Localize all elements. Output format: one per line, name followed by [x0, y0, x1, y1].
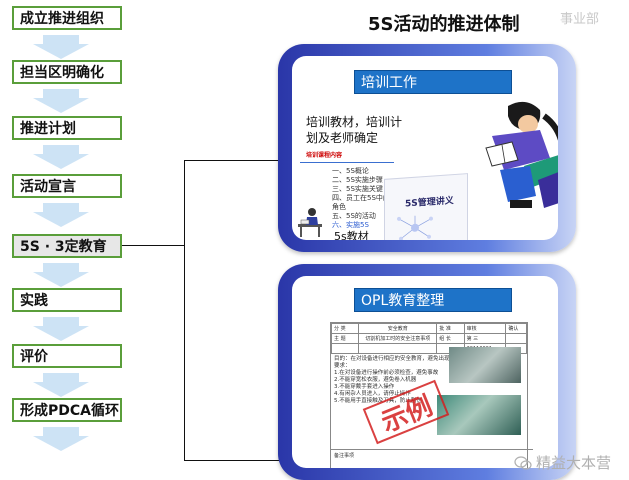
machine-photo-1 [449, 347, 521, 383]
flow-arrow-7 [33, 373, 89, 397]
opl-body-line: 5.不能用手直接触及刀具，防止割伤 [334, 398, 422, 404]
form-cell: 确认 [505, 323, 527, 334]
course-item: 六、实施5S [332, 221, 369, 229]
opl-body-line: 4.有闲杂人员进入，请停止操作 [334, 391, 411, 397]
opl-footer: 备注事项 [331, 449, 533, 461]
booklet-title: 5S管理讲义 [405, 196, 454, 210]
form-cell [330, 343, 360, 354]
step-6: 实践 [12, 288, 122, 312]
watermark-department: 事业部 [560, 12, 600, 27]
opl-body-line: 3.不能穿戴手套进入操作 [334, 384, 395, 390]
form-cell [505, 333, 527, 344]
opl-body: 目的：在对设备进行相应的安全教育，避免出现安全事故 要求： 1.在对设备进行操作… [331, 354, 527, 407]
connector-to-panel2 [184, 460, 280, 461]
course-item: 五、5S的活动 [332, 212, 376, 220]
connector-vertical [184, 160, 185, 460]
flow-arrow-8 [33, 427, 89, 451]
form-cell: 分 类 [330, 323, 360, 334]
form-cell: 主 题 [330, 333, 360, 344]
opl-body-line: 1.在对设备进行操作前必须检查，避免事故 [334, 370, 439, 376]
form-cell: 安全教育 [358, 323, 438, 334]
course-outline-rule [300, 162, 394, 163]
panel-opl-header: OPL教育整理 [354, 288, 512, 312]
flow-arrow-1 [33, 35, 89, 59]
page-title: 5S活动的推进体制 [368, 14, 520, 35]
connector-to-panel1 [184, 160, 280, 161]
course-item: 一、5S概论 [332, 167, 369, 175]
course-item: 三、5S实施关键 [332, 185, 383, 193]
step-4: 活动宣言 [12, 174, 122, 198]
course-outline-list: 一、5S概论 二、5S实施步骤 三、5S实施关键 四、员工在5S中的角色 五、5… [300, 167, 394, 230]
flow-arrow-3 [33, 145, 89, 169]
flow-arrow-4 [33, 203, 89, 227]
flow-arrow-2 [33, 89, 89, 113]
opl-body-line: 2.不能穿宽松衣服，避免卷入机器 [334, 377, 417, 383]
form-cell: 审核 [463, 323, 507, 334]
teacher-desk-icon [298, 208, 322, 237]
step-8: 形成PDCA循环 [12, 398, 122, 422]
training-description-line2: 划及老师确定 [306, 131, 379, 145]
panel-training-content: 培训工作 培训教材，培训计 划及老师确定 培训课程内容 一、5S概论 二、5S实… [292, 56, 558, 240]
panel-training-header: 培训工作 [354, 70, 512, 94]
step-5-active: 5S · 3定教育 [12, 234, 122, 258]
opl-body-title: 目的：在对设备进行相应的安全教育，避免出现安全事故 [334, 356, 472, 362]
training-description: 培训教材，培训计 划及老师确定 [306, 114, 402, 146]
course-outline-document: 培训课程内容 一、5S概论 二、5S实施步骤 三、5S实施关键 四、员工在5S中… [300, 150, 394, 230]
opl-form: 分 类 安全教育 批 准 审核 确认 主 题 切割机加工时的安全注意事项 组 长… [330, 322, 533, 468]
watermark-bottom-text: 精益大本营 [536, 454, 612, 472]
step-2: 担当区明确化 [12, 60, 122, 84]
training-description-line1: 培训教材，培训计 [306, 115, 403, 129]
panel-opl-content: OPL教育整理 分 类 安全教育 批 准 审核 确认 主 题 切割机加工时的安全… [292, 276, 558, 468]
panel-opl: OPL教育整理 分 类 安全教育 批 准 审核 确认 主 题 切割机加工时的安全… [278, 264, 576, 480]
wechat-icon [514, 455, 532, 470]
step-3: 推进计划 [12, 116, 122, 140]
course-outline-title: 培训课程内容 [306, 152, 343, 159]
booklet-cover: 5S管理讲义 [384, 173, 468, 240]
connector-horizontal [122, 245, 184, 246]
panel-training: 培训工作 培训教材，培训计 划及老师确定 培训课程内容 一、5S概论 二、5S实… [278, 44, 576, 252]
step-7: 评价 [12, 344, 122, 368]
opl-body-line: 要求： [334, 363, 351, 369]
form-cell: 切割机加工时的安全注意事项 [358, 333, 438, 344]
network-graphic-icon [397, 215, 433, 240]
step-1: 成立推进组织 [12, 6, 122, 30]
machine-photo-2 [437, 395, 521, 435]
course-item: 四、员工在5S中的角色 [332, 194, 390, 211]
training-caption: 5s教材 [334, 230, 369, 240]
form-cell: 第 三 [463, 333, 507, 344]
form-cell: 批 准 [436, 323, 465, 334]
reading-person-icon [485, 101, 558, 208]
form-cell: 组 长 [436, 333, 465, 344]
form-cell [358, 343, 438, 354]
watermark-bottom: 精益大本营 [514, 452, 611, 473]
flow-arrow-6 [33, 317, 89, 341]
opl-form-header-table: 分 类 安全教育 批 准 审核 确认 主 题 切割机加工时的安全注意事项 组 长… [330, 323, 527, 354]
course-item: 二、5S实施步骤 [332, 176, 383, 184]
flow-arrow-5 [33, 263, 89, 287]
